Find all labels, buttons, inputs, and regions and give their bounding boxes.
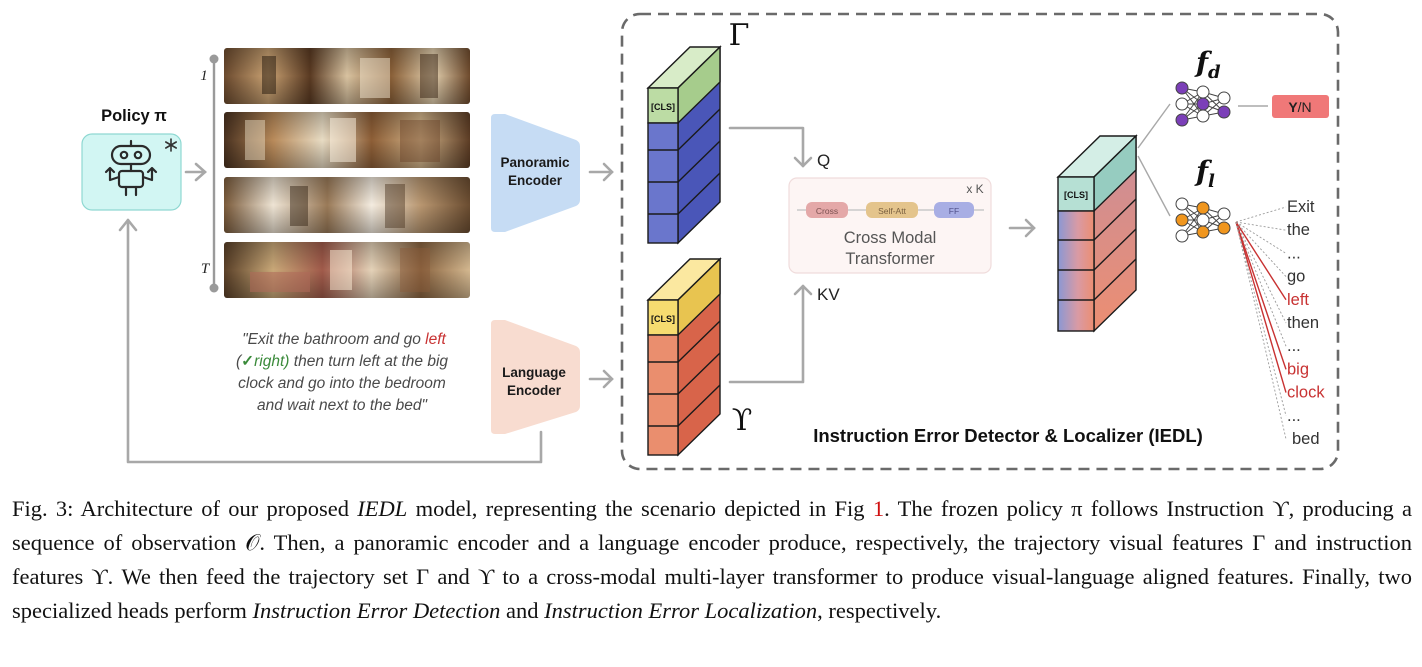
arrow-pano-to-visual (588, 162, 614, 182)
token-connector (1235, 221, 1287, 416)
transformer-repeat-label: x K (966, 182, 983, 196)
self-attention-block (866, 202, 918, 218)
instruction-token: bed (1292, 430, 1320, 448)
localizer-network-icon (1175, 197, 1231, 243)
iedl-container (620, 12, 1340, 471)
transformer-title-line2: Transformer (845, 250, 935, 268)
text-feature-stack: [CLS] (646, 257, 722, 457)
token-connector (1235, 221, 1287, 301)
feed-forward-block (934, 202, 974, 218)
cross-attention-label: Cross (816, 206, 838, 216)
timeline-end-label: T (201, 261, 211, 277)
arrow-feedback-to-policy (118, 218, 543, 464)
visual-feature-stack: [CLS] (646, 45, 722, 245)
snowflake-icon (165, 138, 177, 152)
self-attention-label: Self-Att (878, 206, 907, 216)
arrow-lang-to-text (588, 369, 614, 389)
fused-feature-stack: [CLS] (1056, 134, 1138, 333)
detection-output-badge: Y/N (1272, 95, 1329, 118)
localizer-head-symbol: fl (1194, 155, 1215, 192)
cross-modal-transformer: Cross Self-Att FF x K Cross Modal Transf… (788, 177, 992, 274)
detector-head-symbol: fd (1194, 46, 1221, 83)
instruction-token: the (1287, 221, 1310, 239)
arrow-transformer-to-fused (1008, 218, 1036, 238)
transformer-title-line1: Cross Modal (844, 229, 937, 247)
token-connector (1235, 221, 1287, 370)
figure-caption: Fig. 3: Architecture of our proposed IED… (12, 496, 1412, 623)
instruction-token: then (1287, 314, 1319, 332)
panorama-frame-4 (224, 242, 470, 298)
token-connector (1235, 221, 1287, 440)
error-token: clock (1287, 384, 1325, 402)
instruction-line-4: and wait next to the bed" (257, 397, 429, 414)
language-encoder-line1: Language (502, 365, 566, 380)
iedl-title: Instruction Error Detector & Localizer (… (813, 425, 1203, 446)
error-token: big (1287, 360, 1309, 378)
fused-cls-token: [CLS] (1064, 190, 1088, 200)
token-connector (1235, 221, 1287, 393)
token-connector (1235, 221, 1287, 347)
instruction-token: go (1287, 268, 1305, 286)
panorama-frame-1 (224, 48, 470, 104)
instruction-line-2: (✓right) then turn left at the big (236, 353, 448, 370)
instruction-token: ... (1287, 407, 1301, 425)
policy-label: Policy π (101, 107, 167, 125)
error-token: left (1287, 291, 1309, 309)
panoramic-encoder-line1: Panoramic (500, 155, 570, 170)
instruction-line-3: clock and go into the bedroom (238, 375, 446, 392)
policy-node: Policy π (81, 107, 182, 211)
panorama-frame-2 (224, 112, 470, 168)
timeline-start-label: 1 (200, 68, 208, 84)
language-encoder: Language Encoder (491, 320, 580, 434)
robot-icon (104, 139, 158, 197)
instruction-token: Exit (1287, 198, 1315, 216)
arrow-policy-to-trajectory (184, 162, 207, 182)
arrow-key-value (728, 284, 813, 384)
arrow-query (728, 126, 813, 168)
token-list: Exit the... go left then... big clock... bed (1287, 198, 1325, 448)
instruction-line-1: "Exit the bathroom and go left (242, 331, 446, 348)
language-encoder-line2: Encoder (507, 383, 562, 398)
figure-reference-link[interactable]: 1 (872, 496, 885, 521)
instruction-token: ... (1287, 244, 1301, 262)
cross-attention-block (806, 202, 848, 218)
feed-forward-label: FF (949, 206, 959, 216)
instruction-token: ... (1287, 337, 1301, 355)
token-connector (1235, 221, 1287, 324)
visual-features-symbol: Γ (729, 18, 750, 53)
token-connector (1235, 206, 1287, 223)
text-features-symbol: ϒ (732, 403, 753, 438)
instruction-text: "Exit the bathroom and go left (✓right) … (236, 331, 448, 414)
token-connector (1235, 221, 1287, 277)
panoramic-encoder-line2: Encoder (508, 173, 563, 188)
key-value-label: KV (817, 285, 840, 304)
detection-output-label: Y/N (1288, 99, 1311, 115)
text-cls-token: [CLS] (651, 314, 675, 324)
token-connector (1235, 221, 1287, 254)
visual-cls-token: [CLS] (651, 102, 675, 112)
panorama-frame-3 (224, 177, 470, 233)
trajectory-timeline: 1 T (200, 54, 219, 293)
token-fan (1235, 206, 1287, 440)
query-label: Q (817, 151, 830, 170)
detector-network-icon (1175, 81, 1231, 127)
head-connectors (1137, 103, 1171, 217)
panoramic-encoder: Panoramic Encoder (491, 114, 580, 232)
token-connector (1235, 221, 1287, 231)
